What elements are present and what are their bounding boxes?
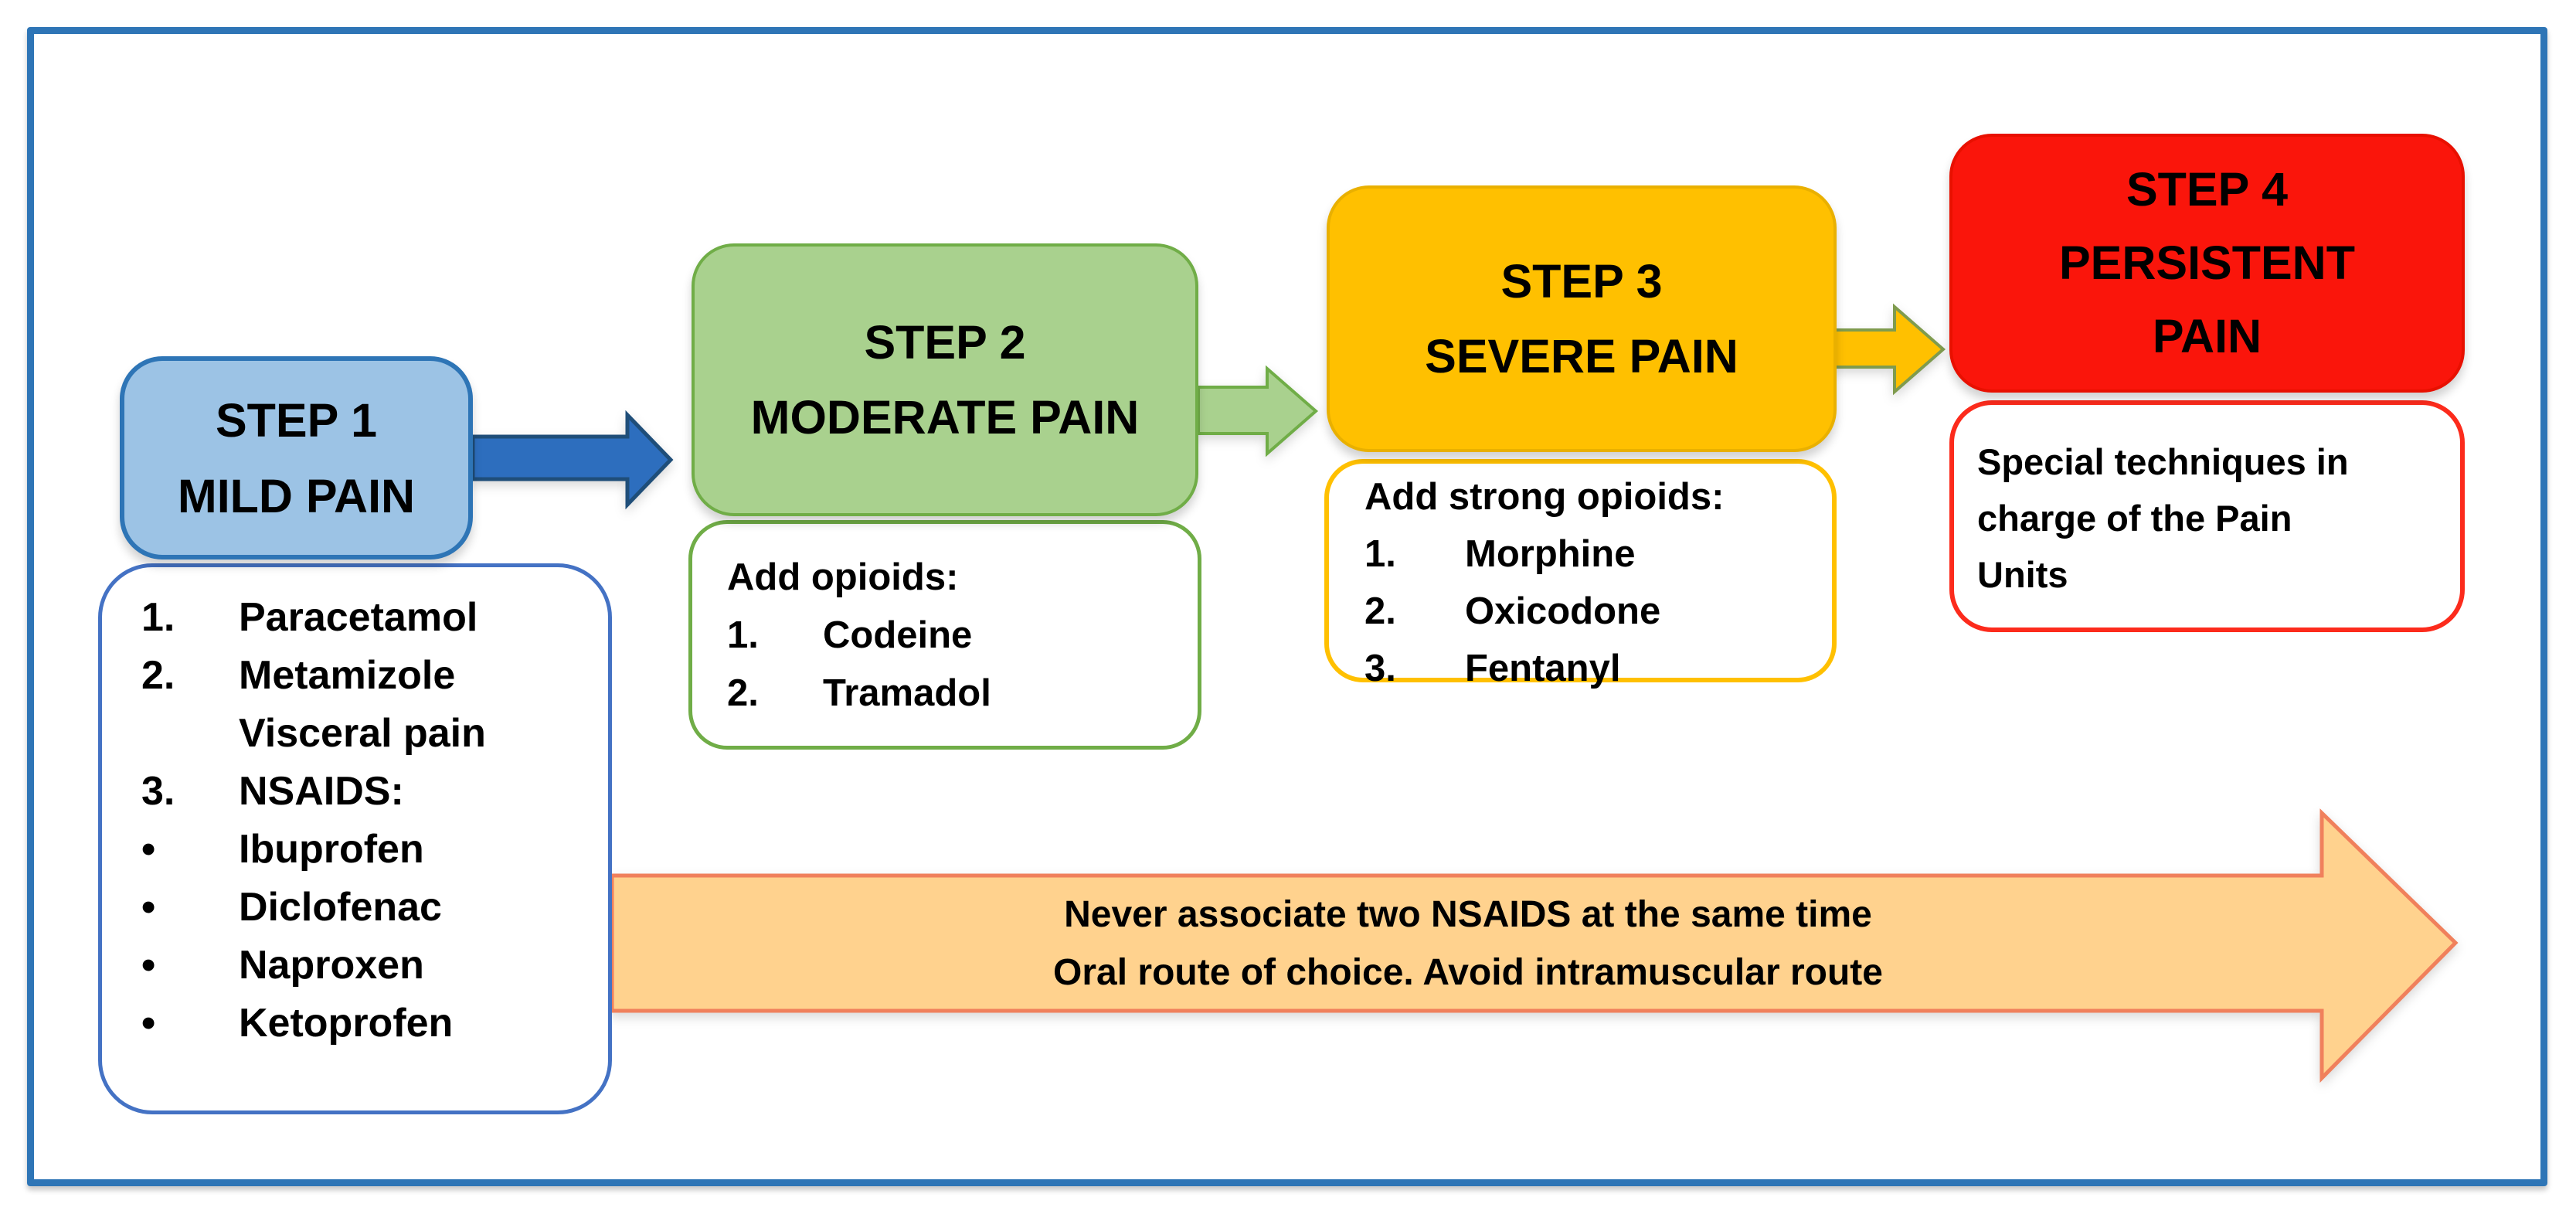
arrow-step3-to-step4-icon — [1830, 303, 1946, 396]
step1-title-box: STEP 1 MILD PAIN — [120, 356, 473, 559]
banner-line: Never associate two NSAIDS at the same t… — [1064, 893, 1872, 935]
step2-title-line: MODERATE PAIN — [750, 390, 1140, 444]
list-text: Codeine — [823, 614, 973, 656]
list-marker: 3. — [141, 768, 175, 814]
list-text: NSAIDS: — [239, 768, 404, 814]
outer-border-frame — [27, 27, 2547, 1186]
list-text: Ibuprofen — [239, 826, 424, 872]
list-item: • Naproxen — [141, 936, 593, 994]
list-item: 3. Fentanyl — [1364, 640, 1816, 697]
step4-title-line: STEP 4 — [2126, 163, 2289, 216]
step3-drug-list-box: Add strong opioids: 1. Morphine 2. Oxico… — [1324, 459, 1837, 689]
list-heading: Add opioids: — [727, 556, 959, 598]
list-marker: 2. — [727, 672, 759, 714]
list-item: 1. Morphine — [1364, 525, 1816, 583]
step4-title-line: PERSISTENT — [2058, 236, 2355, 289]
step4-title-box: STEP 4 PERSISTENT PAIN — [1949, 134, 2465, 393]
list-item: 1. Paracetamol — [141, 588, 593, 646]
list-item: 2. Oxicodone — [1364, 583, 1816, 640]
list-heading: Add strong opioids: — [1364, 476, 1725, 518]
list-text: Ketoprofen — [239, 1000, 454, 1046]
step1-drug-list-box: 1. Paracetamol 2. Metamizole Visceral pa… — [98, 563, 612, 1114]
note-line: charge of the Pain — [1977, 498, 2292, 539]
note-line: Units — [1977, 554, 2068, 595]
list-item: Visceral pain — [141, 704, 593, 762]
list-item: • Diclofenac — [141, 878, 593, 936]
list-text: Diclofenac — [239, 884, 442, 930]
bullet-marker: • — [141, 1000, 156, 1046]
bullet-marker: • — [141, 826, 156, 872]
step1-title-line: STEP 1 — [215, 393, 378, 447]
list-item: • Ibuprofen — [141, 820, 593, 878]
bullet-marker: • — [141, 884, 156, 930]
banner-arrow-icon — [610, 808, 2459, 1083]
list-text: Tramadol — [823, 672, 991, 714]
bullet-marker: • — [141, 942, 156, 988]
step3-title-line: STEP 3 — [1500, 254, 1663, 308]
list-text: Naproxen — [239, 942, 424, 988]
list-text: Visceral pain — [239, 710, 486, 756]
list-item: • Ketoprofen — [141, 994, 593, 1052]
list-marker: 1. — [141, 594, 175, 640]
list-text: Metamizole — [239, 652, 456, 698]
step2-title-line: STEP 2 — [864, 315, 1026, 369]
list-text: Fentanyl — [1465, 648, 1621, 689]
arrow-step2-to-step3-icon — [1197, 365, 1319, 457]
arrow-step1-to-step2-icon — [471, 410, 674, 510]
banner-line: Oral route of choice. Avoid intramuscula… — [1053, 951, 1883, 993]
list-marker: 1. — [1364, 533, 1396, 575]
note-line: Special techniques in — [1977, 441, 2349, 482]
list-item: 1. Codeine — [727, 606, 1182, 664]
step3-title-box: STEP 3 SEVERE PAIN — [1327, 185, 1837, 452]
step4-note-box: Special techniques in charge of the Pain… — [1949, 400, 2465, 632]
step3-title-line: SEVERE PAIN — [1425, 329, 1738, 383]
list-marker: 3. — [1364, 648, 1396, 689]
list-marker: 2. — [141, 652, 175, 698]
list-item: 2. Metamizole — [141, 646, 593, 704]
list-marker: 1. — [727, 614, 759, 656]
list-item: 3. NSAIDS: — [141, 762, 593, 820]
banner-warning-text: Never associate two NSAIDS at the same t… — [773, 876, 2163, 1011]
step2-title-box: STEP 2 MODERATE PAIN — [692, 243, 1198, 516]
list-text: Morphine — [1465, 533, 1636, 575]
step2-drug-list-box: Add opioids: 1. Codeine 2. Tramadol — [688, 520, 1201, 750]
list-text: Paracetamol — [239, 594, 478, 640]
list-item: 2. Tramadol — [727, 664, 1182, 722]
list-marker: 2. — [1364, 590, 1396, 632]
list-text: Oxicodone — [1465, 590, 1661, 632]
step4-title-line: PAIN — [2152, 310, 2262, 362]
step1-title-line: MILD PAIN — [177, 469, 416, 522]
